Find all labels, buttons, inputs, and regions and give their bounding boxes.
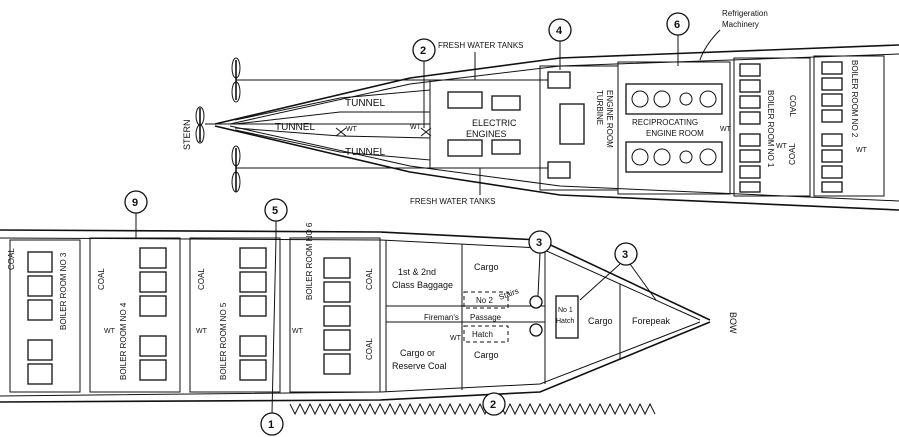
callout-3-bottom: 3: [528, 230, 552, 297]
wt-label: WT: [720, 126, 732, 133]
bow-label: BOW: [728, 312, 738, 334]
fresh-water-tanks-label: FRESH WATER TANKS: [438, 41, 524, 50]
callout-3-top: 2: [412, 38, 436, 128]
baggage-label: 1st & 2nd: [398, 267, 436, 277]
svg-text:2: 2: [420, 45, 426, 57]
callout-6: 4: [548, 18, 572, 70]
svg-text:1: 1: [268, 419, 274, 431]
wt-label: WT: [104, 328, 116, 335]
tunnel-label: TUNNEL: [345, 147, 385, 158]
coal-label: COAL: [365, 268, 374, 290]
reciprocating-engine-room-label: ENGINE ROOM: [646, 129, 704, 138]
svg-text:3: 3: [536, 237, 542, 249]
wt-label: WT: [410, 124, 422, 131]
turbine-engine-room-label: TURBINE: [595, 90, 604, 125]
refrigeration-label: Refrigeration: [722, 9, 768, 18]
svg-text:5: 5: [272, 205, 278, 217]
cargo-label: Cargo: [474, 262, 499, 272]
boiler-room-6-label: BOILER ROOM NO 6: [305, 222, 314, 300]
wt-label: WT: [346, 126, 358, 133]
coal-label: COAL: [197, 268, 206, 290]
forepeak-label: Forepeak: [632, 316, 671, 326]
svg-text:4: 4: [556, 25, 563, 37]
svg-text:3: 3: [622, 249, 628, 261]
tunnel-label: TUNNEL: [345, 98, 385, 109]
callout-5: 5: [264, 198, 288, 238]
wt-label: WT: [292, 328, 304, 335]
wt-label: WT: [196, 328, 208, 335]
bilge-keel: [289, 402, 656, 416]
callout-2: 2: [482, 392, 506, 416]
wt-label: WT: [450, 335, 462, 342]
fresh-water-tanks-label: FRESH WATER TANKS: [410, 197, 496, 206]
callout-7: 6: [666, 12, 690, 66]
coal-label: COAL: [7, 248, 16, 270]
boiler-room-2-label: BOILER ROOM NO 2: [850, 60, 859, 138]
wt-label: WT: [856, 147, 868, 154]
coal-label: COAL: [788, 143, 797, 165]
boiler-room-3-label: BOILER ROOM NO 3: [59, 252, 68, 330]
cargo-label: Cargo: [588, 316, 613, 326]
baggage-label: Class Baggage: [392, 280, 453, 290]
lower-ship-plan: BOW COAL BOILER ROOM NO 3 COAL BOILER RO…: [0, 190, 738, 436]
coal-label: COAL: [788, 95, 797, 117]
tunnel-label: TUNNEL: [275, 122, 315, 133]
stairs-label: Stairs: [498, 286, 520, 301]
boiler-room-1-label: BOILER ROOM NO 1: [766, 90, 775, 168]
no1-hatch-label: Hatch: [556, 318, 574, 325]
callout-9: 9: [124, 190, 148, 238]
firemans-passage-label: Passage: [470, 313, 502, 322]
svg-text:2: 2: [490, 399, 496, 411]
boiler-room-4-label: BOILER ROOM NO 4: [119, 302, 128, 380]
firemans-passage-label: Fireman's: [424, 313, 459, 322]
cargo-reserve-label: Reserve Coal: [392, 361, 447, 371]
no2-label: No 2: [476, 296, 493, 305]
cargo-label: Cargo: [474, 350, 499, 360]
callout-1: 1: [260, 237, 284, 436]
coal-label: COAL: [365, 338, 374, 360]
electric-engines-label: ELECTRIC: [472, 118, 517, 128]
callout-4: 3: [579, 242, 657, 301]
wt-label: WT: [776, 143, 788, 150]
hatch-label: Hatch: [472, 330, 493, 339]
upper-ship-plan: STERN TUNNEL TUNNEL TUNNEL WT WT ELECTRI…: [182, 9, 899, 211]
turbine-engine-room-label: ENGINE ROOM: [605, 90, 614, 148]
stern-label: STERN: [182, 119, 192, 150]
electric-engines-label: ENGINES: [466, 129, 507, 139]
cargo-reserve-label: Cargo or: [400, 348, 435, 358]
refrigeration-label: Machinery: [722, 20, 759, 29]
coal-label: COAL: [97, 268, 106, 290]
boiler-room-5-label: BOILER ROOM NO 5: [219, 302, 228, 380]
svg-text:9: 9: [132, 197, 138, 209]
no1-hatch-label: No 1: [558, 307, 573, 314]
reciprocating-engine-room-label: RECIPROCATING: [632, 118, 698, 127]
svg-text:6: 6: [674, 19, 680, 31]
